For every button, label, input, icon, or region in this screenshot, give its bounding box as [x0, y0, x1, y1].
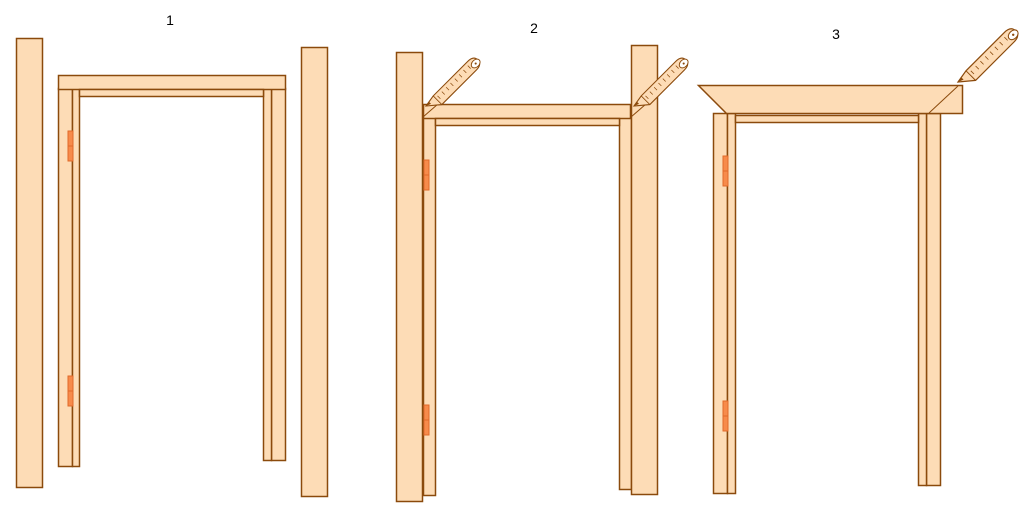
pencil-icon [957, 27, 1021, 83]
step-3-number: 3 [832, 26, 840, 42]
right-casing-board [300, 46, 329, 498]
door-frame [712, 112, 942, 495]
pencil-icon [425, 56, 483, 107]
top-casing-board [696, 84, 964, 115]
step-1-group: 1 [15, 12, 329, 498]
hinge-icon [423, 404, 430, 436]
door-frame [57, 74, 287, 468]
hinge-icon [722, 400, 729, 432]
left-casing-board [395, 51, 424, 503]
right-casing-board [630, 44, 659, 496]
hinge-icon [722, 155, 729, 187]
step-3-group: 3 [696, 26, 1021, 495]
step-2-group: 2 [395, 20, 691, 503]
door-frame [422, 103, 633, 497]
left-casing-board [15, 37, 44, 489]
hinge-icon [67, 130, 74, 162]
step-1-number: 1 [166, 12, 174, 28]
hinge-icon [67, 375, 74, 407]
hinge-icon [423, 159, 430, 191]
step-2-number: 2 [530, 20, 538, 36]
